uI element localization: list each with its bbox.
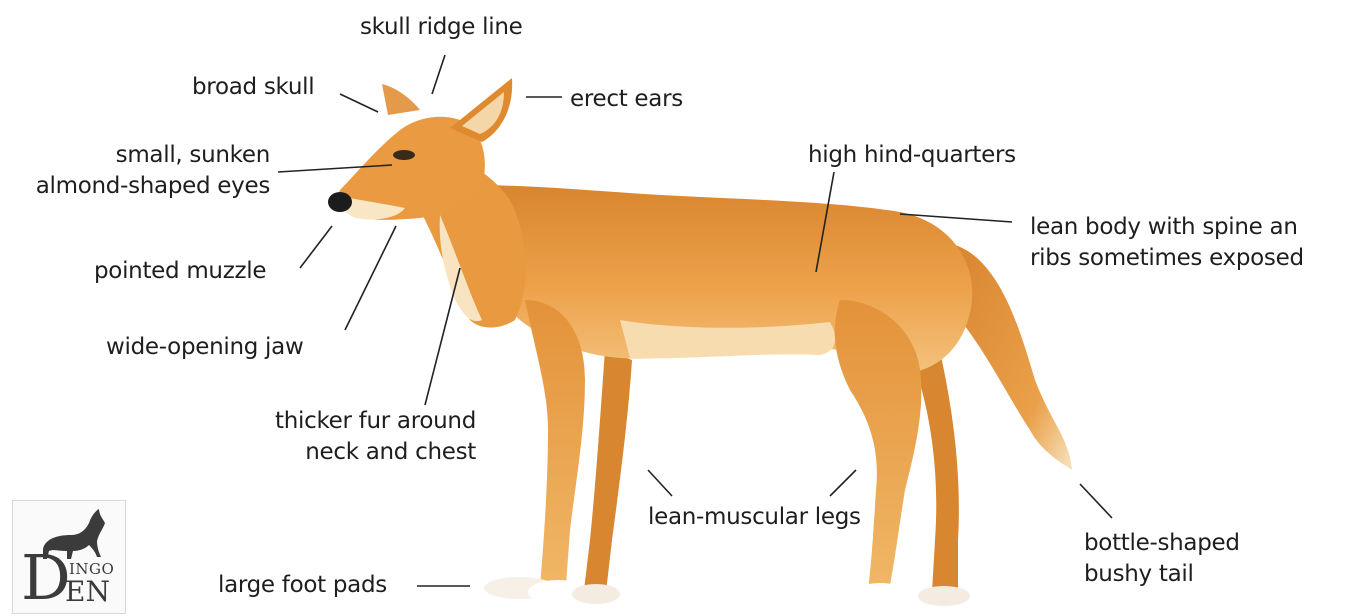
label-lean-body: lean body with spine an ribs sometimes e… [1030,212,1304,274]
label-large-foot-pads: large foot pads [218,570,387,601]
label-erect-ears: erect ears [570,84,683,115]
hind-leg [835,300,922,590]
label-skull-ridge-line: skull ridge line [360,12,522,43]
label-wide-opening-jaw: wide-opening jaw [106,332,303,363]
front-leg [525,300,585,586]
label-pointed-muzzle: pointed muzzle [94,256,266,287]
tail [955,245,1072,470]
eye [393,150,415,160]
label-eyes: small, sunken almond-shaped eyes [0,140,270,202]
label-tail: bottle-shaped bushy tail [1084,528,1240,590]
label-broad-skull: broad skull [192,72,314,103]
logo-letter-d: D [21,547,71,609]
logo-text-en: EN [65,577,110,607]
paws [484,577,970,606]
label-lean-muscular-legs: lean-muscular legs [648,502,861,533]
label-thicker-fur: thicker fur around neck and chest [200,406,476,468]
far-ear [382,84,420,115]
nose [328,192,352,212]
label-high-hind-quarters: high hind-quarters [808,140,1016,171]
dingo-den-logo: D INGO EN [12,500,126,614]
